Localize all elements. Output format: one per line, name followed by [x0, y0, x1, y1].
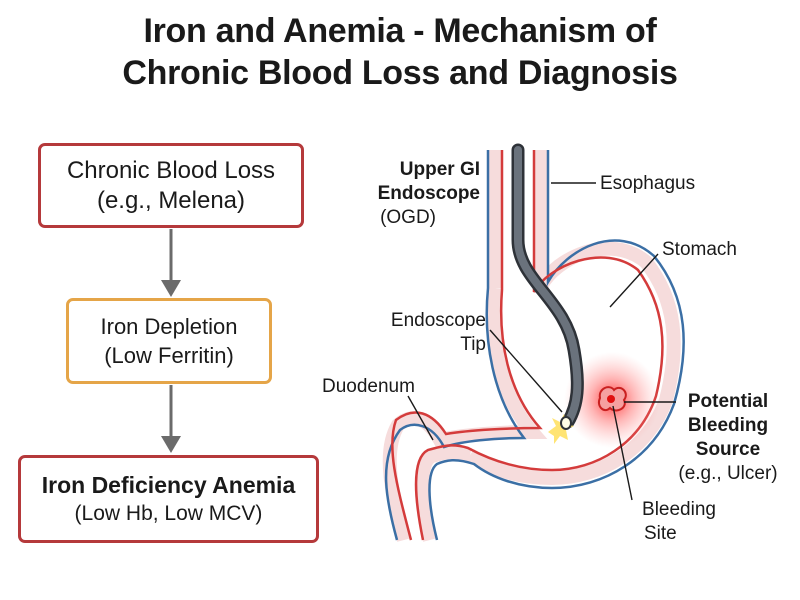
label-endoscope: Upper GI Endoscope (OGD): [340, 158, 480, 230]
flow-box-iron-deficiency-anemia: Iron Deficiency Anemia (Low Hb, Low MCV): [18, 455, 319, 543]
label-esophagus: Esophagus: [600, 173, 696, 194]
label-endoscope-line-1: Upper GI: [399, 159, 480, 180]
duodenum-wall-lower: [415, 445, 472, 542]
title-line-1: Iron and Anemia - Mechanism of: [143, 12, 657, 50]
label-stomach: Stomach: [662, 239, 737, 260]
label-endoscope-line-3: (OGD): [380, 207, 436, 228]
flow-box-iron-depletion: Iron Depletion (Low Ferritin): [66, 298, 272, 384]
endoscope-tip-light-icon: [548, 414, 574, 444]
label-bleeding-source-line-2: Bleeding: [687, 415, 769, 436]
esophagus-wall: [488, 150, 548, 288]
label-bleeding-source-line-3: Source: [695, 439, 761, 460]
label-endoscope-tip-line-2: Tip: [460, 334, 486, 355]
label-bleeding-site-line-1: Bleeding: [642, 499, 716, 520]
stomach-wall-left: [382, 287, 548, 542]
label-bleeding-source: Potential Bleeding Source (e.g., Ulcer): [666, 390, 790, 486]
flow-box-2-line-1: Iron Depletion: [100, 314, 238, 339]
label-bleeding-source-line-1: Potential: [687, 391, 769, 412]
label-endoscope-tip-line-1: Endoscope: [390, 310, 486, 331]
flow-box-3-line-2: (Low Hb, Low MCV): [74, 502, 263, 525]
label-bleeding-site-line-2: Site: [644, 523, 677, 544]
flow-box-1-line-2: (e.g., Melena): [96, 186, 246, 214]
label-bleeding-source-line-4: (e.g., Ulcer): [678, 463, 778, 484]
flow-box-chronic-blood-loss: Chronic Blood Loss (e.g., Melena): [38, 143, 304, 228]
page-title: Iron and Anemia - Mechanism of Chronic B…: [0, 10, 800, 94]
label-endoscope-tip: Endoscope Tip: [360, 309, 486, 357]
flow-box-2-line-2: (Low Ferritin): [104, 343, 234, 368]
flow-arrow-2: [161, 385, 181, 453]
flow-arrow-1: [161, 229, 181, 297]
gi-tract: [382, 150, 685, 542]
title-line-2: Chronic Blood Loss and Diagnosis: [122, 54, 678, 92]
label-bleeding-site: Bleeding Site: [636, 498, 722, 546]
bleeding-site-marker: [564, 352, 660, 448]
leader-lines: [407, 182, 676, 501]
label-endoscope-line-2: Endoscope: [377, 183, 480, 204]
stomach-wall-right: [466, 241, 681, 486]
endoscope: [511, 143, 584, 444]
flow-box-1-line-1: Chronic Blood Loss: [66, 156, 276, 184]
flow-box-3-line-1: Iron Deficiency Anemia: [41, 472, 296, 498]
label-duodenum: Duodenum: [322, 376, 415, 397]
